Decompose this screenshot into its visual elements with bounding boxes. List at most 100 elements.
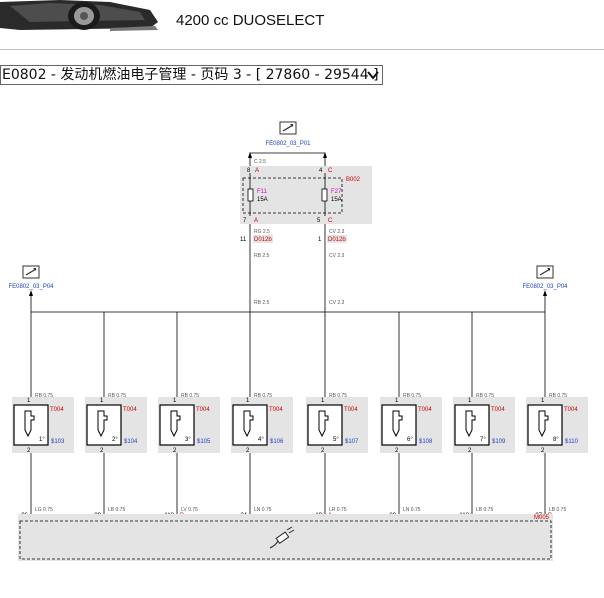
supply-wire [249,152,326,167]
arrow-up-right [323,152,327,158]
injector-4-icon [243,410,254,438]
bus-wire-label-left: RB 2.5 [254,300,270,306]
injector-7-icon [465,410,476,438]
bus-wire-label-right: CV 2.3 [329,300,345,306]
injector-4-number: 4° [258,437,264,443]
injector-4-wire-top: RB 0.75 [254,393,272,399]
wire-label-f11-out: RG 2.5 [254,229,270,235]
injector-6-signal: $108 [419,439,433,445]
left-link-label[interactable]: FE0802_03_P04 [8,284,54,290]
injector-5-pin-top: 1 [321,398,325,404]
injector-7-signal: $109 [492,439,506,445]
wire-label-f27-out: CV 2.3 [329,229,345,235]
injector-1-icon [24,410,35,438]
injector-1-id: T004 [50,407,64,413]
injector-8-icon [538,410,549,438]
fuse-f11-name: F11 [257,189,268,195]
injector-2-wire-top: RB 0.75 [108,393,126,399]
injector-2-icon [97,410,108,438]
injector-8-wire-bottom: LB 0.75 [549,507,566,513]
injector-7-pin-bottom: 2 [468,448,472,454]
bus-left-arrow [29,290,33,296]
chevron-down-icon [367,71,379,80]
injector-1-pin-top: 1 [27,398,31,404]
ecu-outline [19,520,552,560]
ecu-id: M005 [534,515,550,521]
connector-left-pin: 11 [240,237,247,243]
injector-6-id: T004 [418,407,432,413]
fuse-f11-out-letter: A [254,218,258,224]
fuse-box-outline [242,177,343,214]
fuse-f11-out-pin: 7 [243,218,247,224]
car-thumbnail [0,0,160,32]
fuse-f27-rating: 15A [331,197,342,203]
injector-2-number: 2° [112,437,118,443]
injector-7-id: T004 [491,407,505,413]
injector-1-wire-top: RB 0.75 [35,393,53,399]
injector-6-wire-top: RB 0.75 [403,393,421,399]
wire-label-left-down: RB 2.5 [254,253,270,259]
fuse-f27-in-pin: 4 [319,168,323,174]
injector-3-wire-bottom: LV 0.75 [181,507,198,513]
injector-4-pin-bottom: 2 [246,448,250,454]
injector-3-pin-bottom: 2 [173,448,177,454]
injector-6-number: 6° [407,437,413,443]
fuse-f11-in-letter: A [255,168,259,174]
fuse-f11-in-pin: 8 [247,168,251,174]
right-link-icon[interactable] [536,265,554,279]
connector-left-id: D012b [254,237,272,243]
page-select[interactable]: E0802 - 发动机燃油电子管理 - 页码 3 - [ 27860 - 295… [0,65,383,85]
top-link-label[interactable]: FE0802_03_P01 [265,141,311,147]
injector-5-id: T004 [344,407,358,413]
fuse-box[interactable] [240,166,372,224]
injector-4-wire-bottom: LN 0.75 [254,507,272,513]
header-divider [0,49,604,50]
injector-8-pin-bottom: 2 [541,448,545,454]
fuse-f11-symbol [247,188,254,202]
injector-3-signal: $105 [197,439,211,445]
fuse-f27-in-letter: C [328,168,333,174]
injector-5-icon [318,410,329,438]
injector-5-wire-top: RB 0.75 [329,393,347,399]
injector-2-wire-bottom: LB 0.75 [108,507,125,513]
injector-1-signal: $103 [51,439,65,445]
injector-3-pin-top: 1 [173,398,177,404]
page-select-value: E0802 - 发动机燃油电子管理 - 页码 3 - [ 27860 - 295… [2,67,379,83]
injector-6-icon [392,410,403,438]
injector-3-wire-top: RB 0.75 [181,393,199,399]
wire-label-right-down: CV 2.3 [329,253,345,259]
connector-right-bg [327,235,347,243]
bus-right-arrow [543,290,547,296]
injector-5-wire-bottom: LR 0.75 [329,507,347,513]
injector-8-pin-top: 1 [541,398,545,404]
injector-7-pin-top: 1 [468,398,472,404]
injector-2-pin-top: 1 [100,398,104,404]
connector-left-bg [253,235,273,243]
connector-right-pin: 1 [318,237,322,243]
injector-5-signal: $107 [345,439,359,445]
fuse-f27-out-letter: C [328,218,333,224]
fuse-box-id: B002 [346,177,361,183]
injector-2-id: T004 [123,407,137,413]
fuse-f27-name: F27 [331,189,342,195]
injector-3-icon [170,410,181,438]
fuse-f27-out-pin: 5 [317,218,321,224]
top-link-icon[interactable] [279,121,297,135]
injector-5-number: 5° [333,437,339,443]
engine-title: 4200 cc DUOSELECT [176,12,325,29]
injector-8-signal: $110 [565,439,579,445]
injector-3-id: T004 [196,407,210,413]
fuse-f11-rating: 15A [257,197,268,203]
injector-8-id: T004 [564,407,578,413]
injector-2-pin-bottom: 2 [100,448,104,454]
injector-8-number: 8° [553,437,559,443]
injector-6-pin-top: 1 [395,398,399,404]
injector-4-pin-top: 1 [246,398,250,404]
right-link-label[interactable]: FE0802_03_P04 [522,284,568,290]
injector-7-number: 7° [480,437,486,443]
injector-2-signal: $104 [124,439,138,445]
left-link-icon[interactable] [22,265,40,279]
injector-8-wire-top: RB 0.75 [549,393,567,399]
